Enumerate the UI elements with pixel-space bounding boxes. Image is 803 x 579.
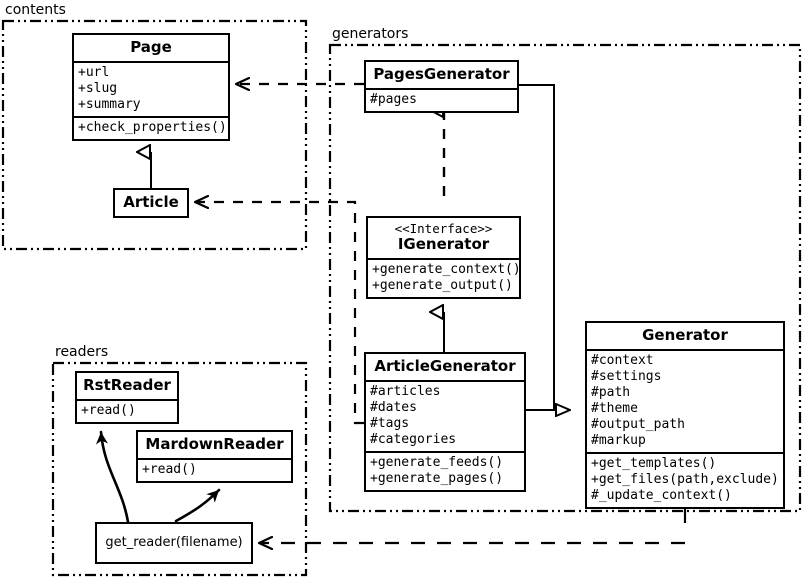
- operation-update-context: #_update_context(): [591, 488, 732, 503]
- class-operations-markdown-reader: +read(): [138, 458, 291, 481]
- package-frame-generators: [328, 43, 802, 513]
- package-label-readers: readers: [55, 344, 109, 360]
- class-name-pages-generator: PagesGenerator: [373, 65, 510, 83]
- attribute-path: #path: [591, 385, 631, 400]
- operation-get-files: +get_files(path,exclude): [591, 472, 779, 487]
- operation-get-templates: +get_templates(): [591, 456, 717, 471]
- class-stereotype-igenerator: <<Interface>>: [394, 221, 493, 236]
- class-operations-article-generator: +generate_feeds() +generate_pages(): [366, 451, 524, 490]
- attribute-summary: +summary: [78, 97, 141, 112]
- class-name-rst-reader: RstReader: [83, 376, 171, 394]
- class-operations-rst-reader: +read(): [77, 399, 177, 422]
- class-operations-page: +check_properties(): [74, 116, 228, 139]
- operation-read-markdown: +read(): [142, 462, 197, 477]
- attribute-url: +url: [78, 65, 110, 80]
- attribute-settings: #settings: [591, 369, 662, 384]
- class-box-article[interactable]: Article: [113, 188, 189, 218]
- attribute-markup: #markup: [591, 433, 646, 448]
- class-name-markdown-reader: MardownReader: [145, 435, 284, 453]
- connector-get-reader-creates-rstreader: [95, 430, 130, 524]
- class-box-page[interactable]: Page +url +slug +summary +check_properti…: [72, 33, 230, 141]
- class-box-generator[interactable]: Generator #context #settings #path #them…: [585, 321, 785, 509]
- attribute-dates: #dates: [370, 400, 417, 415]
- attribute-tags: #tags: [370, 416, 410, 431]
- connector-pagesgenerator-inherits-generator: [519, 84, 555, 410]
- attribute-articles: #articles: [370, 384, 441, 399]
- package-label-contents: contents: [5, 2, 66, 18]
- class-name-article-generator: ArticleGenerator: [374, 357, 516, 375]
- package-frame-readers: [51, 361, 308, 577]
- class-box-igenerator[interactable]: <<Interface>> IGenerator +generate_conte…: [366, 216, 521, 299]
- attribute-slug: +slug: [78, 81, 118, 96]
- attribute-categories: #categories: [370, 432, 457, 447]
- class-attributes-generator: #context #settings #path #theme #output_…: [587, 349, 783, 452]
- function-label-get-reader: get_reader(filename): [105, 535, 243, 550]
- class-box-article-generator[interactable]: ArticleGenerator #articles #dates #tags …: [364, 352, 526, 492]
- operation-check-properties: +check_properties(): [78, 120, 227, 135]
- connector-get-reader-creates-markdownreader: [174, 488, 221, 523]
- class-name-page: Page: [130, 38, 172, 56]
- operation-read-rst: +read(): [81, 403, 136, 418]
- class-box-pages-generator[interactable]: PagesGenerator #pages: [364, 60, 519, 113]
- class-name-igenerator: IGenerator: [397, 235, 490, 253]
- operation-generate-feeds: +generate_feeds(): [370, 455, 504, 470]
- class-name-article: Article: [123, 193, 179, 211]
- attribute-theme: #theme: [591, 401, 638, 416]
- package-frame-contents: [1, 19, 308, 251]
- class-operations-igenerator: +generate_context() +generate_output(): [368, 258, 521, 297]
- attribute-pages: #pages: [370, 92, 417, 107]
- attribute-output-path: #output_path: [591, 417, 685, 432]
- connector-articlegenerator-uses-article: [195, 202, 364, 425]
- operation-generate-context: +generate_context(): [372, 262, 521, 277]
- class-name-generator: Generator: [642, 326, 728, 344]
- package-label-generators: generators: [332, 26, 409, 42]
- class-operations-generator: +get_templates() +get_files(path,exclude…: [587, 452, 783, 507]
- class-attributes-pages-generator: #pages: [366, 88, 517, 111]
- operation-generate-pages: +generate_pages(): [370, 471, 504, 486]
- attribute-context: #context: [591, 353, 654, 368]
- class-box-rst-reader[interactable]: RstReader +read(): [75, 371, 179, 424]
- class-attributes-page: +url +slug +summary: [74, 61, 228, 116]
- class-box-markdown-reader[interactable]: MardownReader +read(): [136, 430, 293, 483]
- function-box-get-reader[interactable]: get_reader(filename): [95, 522, 253, 564]
- class-attributes-article-generator: #articles #dates #tags #categories: [366, 380, 524, 451]
- operation-generate-output: +generate_output(): [372, 278, 513, 293]
